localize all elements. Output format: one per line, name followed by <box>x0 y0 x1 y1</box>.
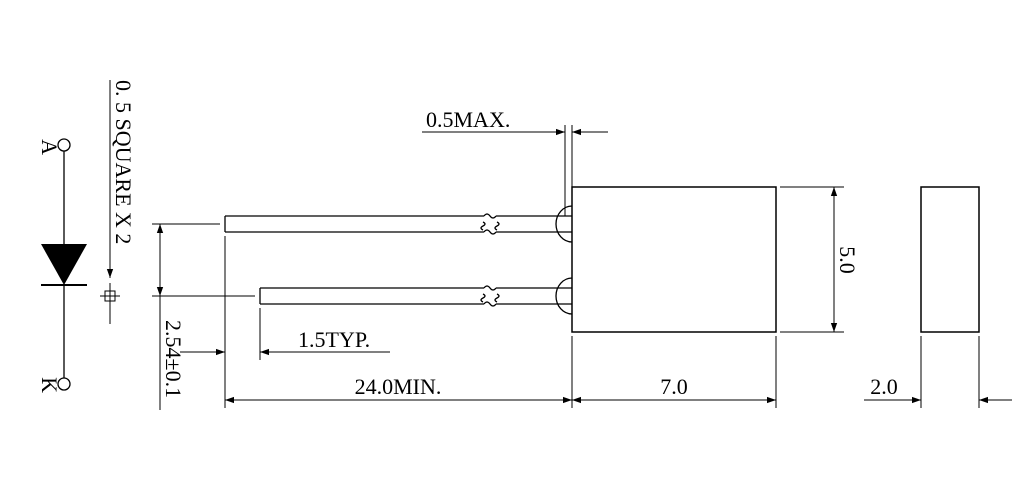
dim-body-thickness: 2.0 <box>864 336 1012 408</box>
dim-lead-offset: 1.5TYP. <box>180 308 390 360</box>
lead-length-label: 24.0MIN. <box>355 374 442 399</box>
dim-body-height: 5.0 <box>780 186 860 333</box>
diode-symbol: A K <box>37 138 87 393</box>
cathode-terminal <box>57 377 71 391</box>
body-thickness-label: 2.0 <box>870 374 898 399</box>
upper-lead <box>224 205 573 243</box>
component-body-front <box>571 186 777 333</box>
cathode-label: K <box>37 377 62 393</box>
pin-note-text: 0. 5 SQUARE X 2 <box>111 80 136 244</box>
dim-lead-thickness: 0.5MAX. <box>422 107 608 216</box>
dim-body-length: 7.0 <box>572 336 777 408</box>
diode-triangle <box>41 244 87 285</box>
pin-section-note: 0. 5 SQUARE X 2 <box>100 80 136 324</box>
component-body-side <box>920 186 980 333</box>
lead-pitch-label: 2.54±0.1 <box>161 320 186 398</box>
body-height-label: 5.0 <box>835 246 860 274</box>
body-length-label: 7.0 <box>660 374 688 399</box>
lead-offset-label: 1.5TYP. <box>298 327 370 352</box>
dim-lead-pitch: 2.54±0.1 <box>152 223 255 410</box>
lower-lead <box>259 277 573 315</box>
anode-label: A <box>37 139 62 155</box>
dim-lead-length: 24.0MIN. <box>224 236 573 408</box>
lead-thickness-label: 0.5MAX. <box>426 107 510 132</box>
